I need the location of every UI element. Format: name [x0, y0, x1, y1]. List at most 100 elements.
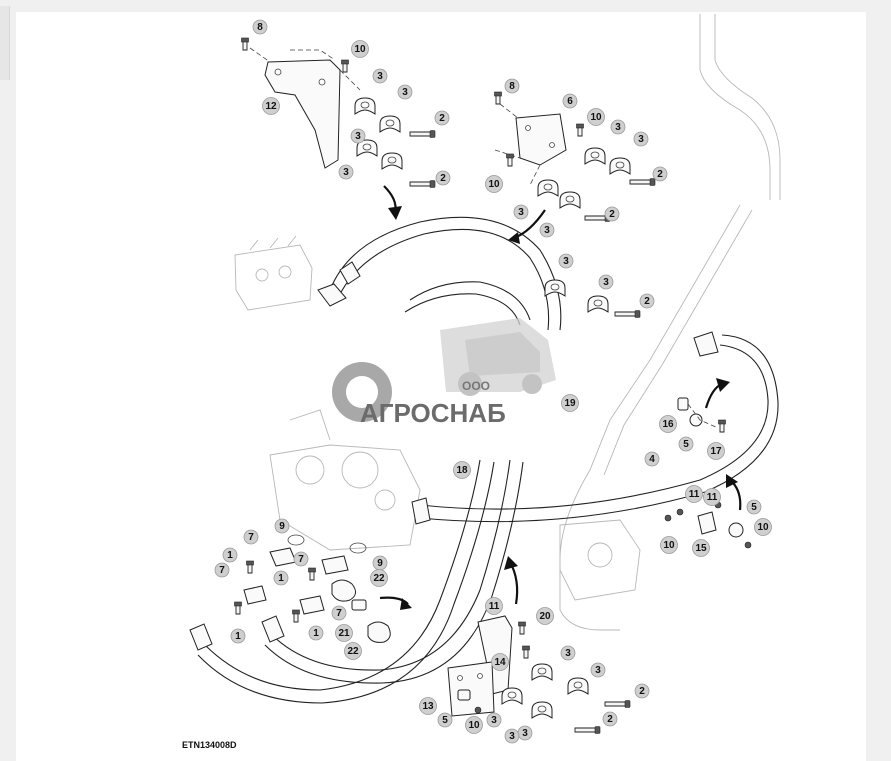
callout-bubble [746, 499, 762, 515]
callout-bubble [273, 570, 289, 586]
callout-2: 2 [639, 293, 655, 309]
callout-10: 10 [485, 175, 503, 193]
callout-number: 22 [347, 646, 359, 657]
callout-bubble [486, 712, 502, 728]
callout-number: 3 [565, 648, 571, 659]
bracket-12 [249, 47, 361, 169]
callout-number: 3 [544, 225, 550, 236]
callout-number: 9 [279, 521, 285, 532]
callout-7: 7 [243, 529, 259, 545]
bolt-2e [614, 310, 641, 318]
callout-3: 3 [558, 253, 574, 269]
nut-10c [506, 153, 514, 167]
callout-10: 10 [754, 518, 772, 536]
callout-22: 22 [370, 569, 388, 587]
callout-2: 2 [604, 206, 620, 222]
callout-number: 20 [539, 611, 551, 622]
callout-bubble [419, 697, 437, 715]
callout-number: 2 [639, 686, 645, 697]
callout-number: 11 [489, 601, 500, 612]
callout-5: 5 [437, 712, 453, 728]
callout-number: 16 [662, 419, 674, 430]
callout-7: 7 [293, 551, 309, 567]
clamp-3b [379, 115, 401, 133]
callout-bubble [350, 128, 366, 144]
callout-11: 11 [485, 597, 503, 615]
callout-7: 7 [214, 562, 230, 578]
callout-18: 18 [453, 461, 471, 479]
clamp-3l [567, 677, 589, 695]
callout-15: 15 [692, 539, 710, 557]
pump-assembly [269, 409, 641, 601]
callout-bubble [678, 436, 694, 452]
callout-bubble [504, 728, 520, 744]
callout-17: 17 [707, 442, 725, 460]
callout-10: 10 [587, 108, 605, 126]
callout-number: 3 [518, 207, 524, 218]
callout-bubble [561, 394, 579, 412]
callout-5: 5 [746, 499, 762, 515]
hose-upper [317, 216, 562, 331]
callout-bubble [465, 716, 483, 734]
clamp-3d [381, 152, 403, 170]
callout-3: 3 [610, 119, 626, 135]
watermark-logo: ООО АГРОСНАБ [332, 318, 556, 428]
callout-3: 3 [338, 164, 354, 180]
callout-number: 11 [707, 492, 718, 503]
bolt-8a [241, 37, 249, 51]
callout-number: 10 [663, 540, 675, 551]
bolt-11c [518, 621, 526, 635]
callout-bubble [485, 175, 503, 193]
callout-1: 1 [273, 570, 289, 586]
callout-number: 3 [343, 167, 349, 178]
callout-bubble [262, 97, 280, 115]
bolt-2a [409, 130, 436, 138]
callout-bubble [639, 293, 655, 309]
callout-bubble [331, 605, 347, 621]
callout-3: 3 [598, 274, 614, 290]
callout-11: 11 [685, 485, 703, 503]
callout-9: 9 [274, 518, 290, 534]
callout-bubble [558, 253, 574, 269]
callout-bubble [370, 569, 388, 587]
callout-3: 3 [513, 204, 529, 220]
callout-number: 7 [248, 532, 254, 543]
callout-bubble [308, 625, 324, 641]
bolt-20 [522, 645, 530, 659]
callout-14: 14 [491, 653, 509, 671]
callout-bubble [610, 119, 626, 135]
bolt-1a [246, 560, 254, 574]
callout-number: 6 [567, 96, 573, 107]
callout-bubble [604, 206, 620, 222]
clamp-3e [584, 147, 606, 165]
callout-bubble [536, 607, 554, 625]
callout-bubble [644, 451, 660, 467]
callout-bubble [587, 108, 605, 126]
clamp-13-5 [457, 689, 482, 714]
callout-6: 6 [562, 93, 578, 109]
callout-number: 2 [440, 173, 446, 184]
callout-bubble [372, 68, 388, 84]
callout-bubble [634, 683, 650, 699]
callout-number: 1 [235, 631, 241, 642]
callout-number: 3 [563, 256, 569, 267]
callout-1: 1 [308, 625, 324, 641]
callout-3: 3 [486, 712, 502, 728]
clamp-3m [501, 687, 523, 705]
callout-bubble [602, 711, 618, 727]
callout-number: 1 [227, 550, 233, 561]
callout-number: 10 [590, 112, 602, 123]
bolt-1b [308, 567, 316, 581]
callout-number: 10 [488, 179, 500, 190]
callout-bubble [252, 19, 268, 35]
callout-number: 5 [683, 439, 689, 450]
callout-8: 8 [504, 78, 520, 94]
callout-bubble [243, 529, 259, 545]
callout-9: 9 [372, 555, 388, 571]
clamp-16-5 [677, 397, 719, 429]
callout-number: 10 [354, 44, 366, 55]
callout-19: 19 [561, 394, 579, 412]
callout-bubble [685, 485, 703, 503]
